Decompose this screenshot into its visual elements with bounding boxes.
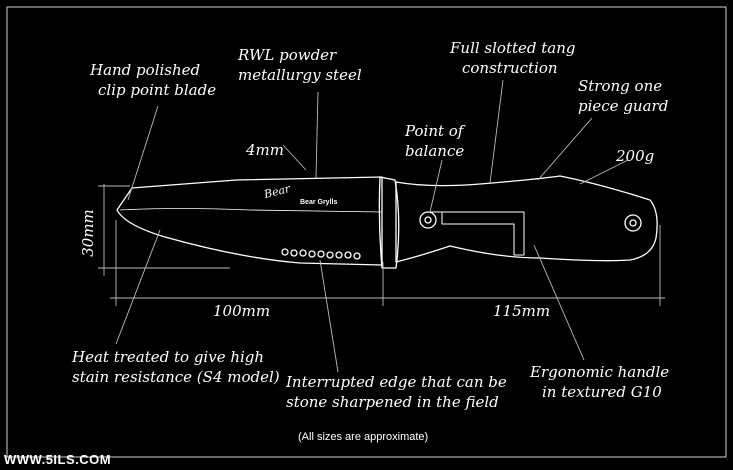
balance-hole: [419, 211, 437, 229]
label-blade-length: 100mm: [213, 302, 271, 320]
label-tang: Full slotted tang construction: [450, 39, 576, 77]
serrations: [281, 248, 361, 260]
label-heat: Heat treated to give high stain resistan…: [72, 348, 280, 386]
blade-outline: [116, 176, 383, 266]
border-frame: [6, 6, 727, 458]
label-handle-length: 115mm: [493, 302, 551, 320]
approximate-caption: (All sizes are approximate): [298, 431, 429, 443]
label-weight: 200g: [616, 147, 655, 165]
blade-bevel: [119, 208, 383, 213]
label-thickness: 4mm: [246, 141, 284, 159]
handle-outline: [395, 175, 658, 263]
label-height: 30mm: [78, 209, 97, 257]
label-handle: Ergonomic handle in textured G10: [530, 363, 670, 401]
guard: [378, 176, 400, 269]
site-watermark: WWW.5ILS.COM: [4, 452, 112, 467]
blade-brand: Bear Grylls: [300, 199, 338, 206]
label-balance: Point of balance: [405, 122, 465, 160]
label-steel: RWL powder metallurgy steel: [238, 46, 362, 84]
tang-slot: [429, 211, 525, 256]
lanyard-hole: [624, 214, 642, 232]
label-blade: Hand polished clip point blade: [90, 61, 217, 99]
label-guard: Strong one piece guard: [578, 77, 669, 115]
label-edge: Interrupted edge that can be stone sharp…: [286, 373, 507, 411]
